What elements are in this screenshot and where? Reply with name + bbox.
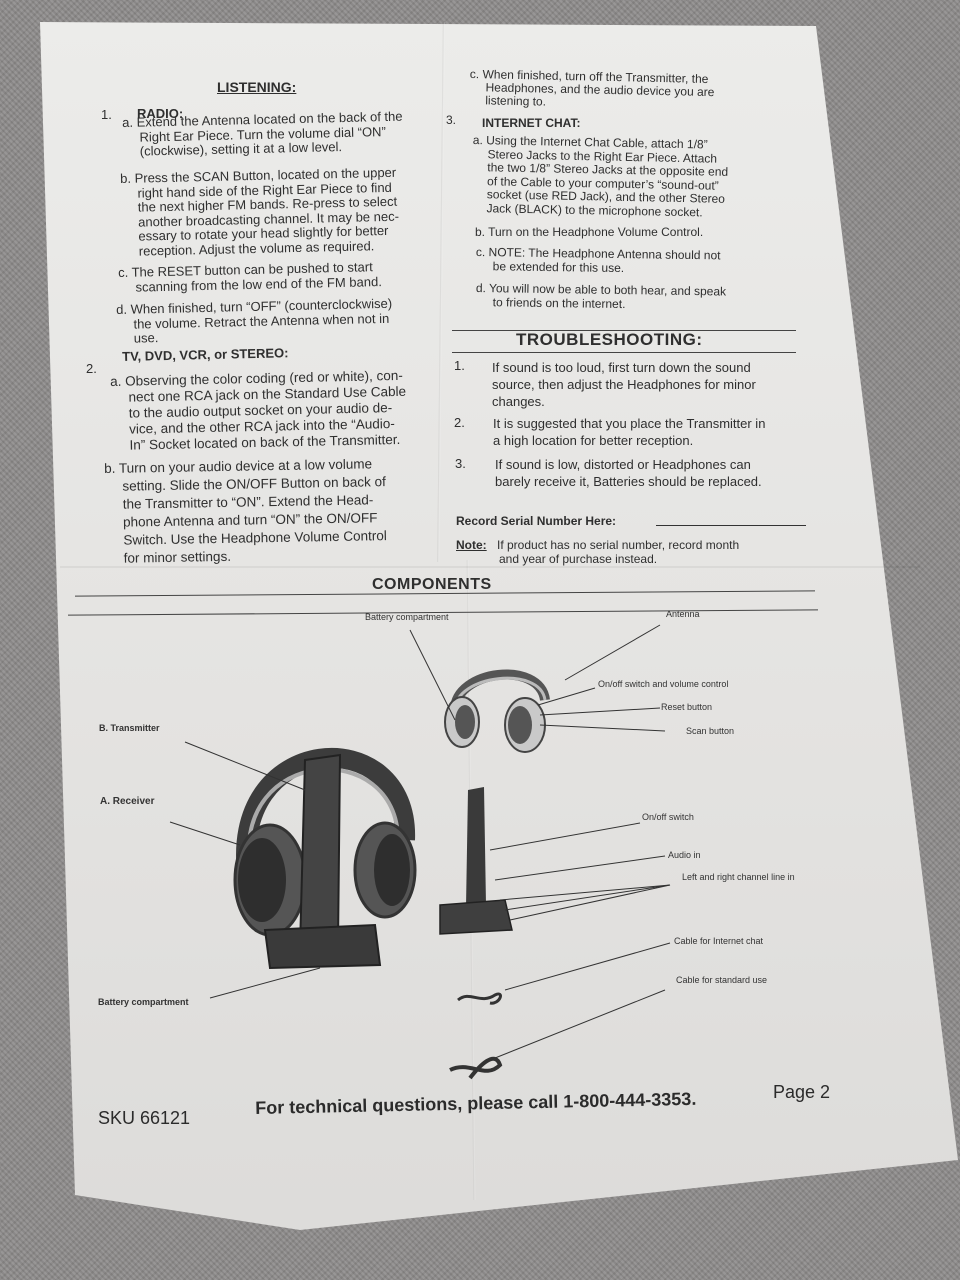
label-lr-channel: Left and right channel line in (682, 872, 795, 882)
divider (452, 330, 796, 331)
text-line: and year of purchase instead. (499, 552, 658, 566)
fold-line (60, 566, 920, 568)
radio-heading: RADIO: (137, 106, 184, 121)
divider (452, 352, 796, 353)
trouble-3-number: 3. (455, 456, 466, 471)
sku-number: SKU 66121 (98, 1108, 191, 1128)
label-onoff-switch: On/off switch (642, 812, 694, 822)
chat-step-b: b. Turn on the Headphone Volume Control. (475, 225, 703, 240)
text-line: If sound is too loud, first turn down th… (492, 360, 751, 375)
trouble-2: It is suggested that you place the Trans… (493, 415, 765, 449)
text-line: changes. (492, 394, 545, 409)
headphones-large-illustration (233, 747, 417, 970)
text-line: barely receive it, Batteries should be r… (495, 474, 762, 489)
label-receiver: A. Receiver (100, 796, 155, 807)
label-cable-standard: Cable for standard use (676, 975, 768, 985)
text-line: If sound is low, distorted or Headphones… (495, 457, 751, 472)
leader-lines (169, 624, 671, 1061)
radio-number: 1. (101, 107, 112, 122)
trouble-1: If sound is too loud, first turn down th… (492, 359, 756, 410)
tv-number: 2. (86, 361, 97, 376)
page-number: Page 2 (773, 1082, 831, 1102)
label-audio-in: Audio in (668, 850, 701, 860)
note-text: If product has no serial number, record … (497, 538, 739, 566)
label-cable-chat: Cable for Internet chat (674, 936, 764, 946)
troubleshooting-heading: TROUBLESHOOTING: (516, 330, 703, 349)
label-battery-top: Battery compartment (365, 612, 449, 622)
text-line: It is suggested that you place the Trans… (493, 416, 766, 431)
trouble-3: If sound is low, distorted or Headphones… (495, 456, 762, 490)
serial-number-line (656, 525, 806, 526)
components-heading: COMPONENTS (372, 576, 492, 593)
listening-heading: LISTENING: (217, 79, 297, 95)
label-reset: Reset button (661, 702, 713, 712)
label-scan: Scan button (686, 726, 735, 736)
trouble-1-number: 1. (454, 358, 465, 373)
label-transmitter: B. Transmitter (99, 723, 160, 733)
chat-heading: INTERNET CHAT: (482, 116, 581, 130)
record-serial-label: Record Serial Number Here: (456, 514, 617, 528)
transmitter-illustration (439, 787, 513, 935)
text-line: source, then adjust the Headphones for m… (492, 377, 756, 392)
label-onoff-volume: On/off switch and volume control (598, 679, 729, 689)
label-battery-bottom: Battery compartment (98, 997, 189, 1007)
cable-illustration (449, 992, 503, 1080)
text-line: If product has no serial number, record … (497, 538, 740, 552)
headphones-small-illustration (444, 669, 550, 753)
chat-number: 3. (446, 113, 457, 127)
text-line: b. Turn on the Headphone Volume Control. (475, 225, 704, 239)
trouble-2-number: 2. (454, 415, 465, 430)
text-line: a high location for better reception. (493, 433, 694, 448)
note-label: Note: (456, 538, 487, 552)
label-antenna: Antenna (666, 609, 700, 619)
